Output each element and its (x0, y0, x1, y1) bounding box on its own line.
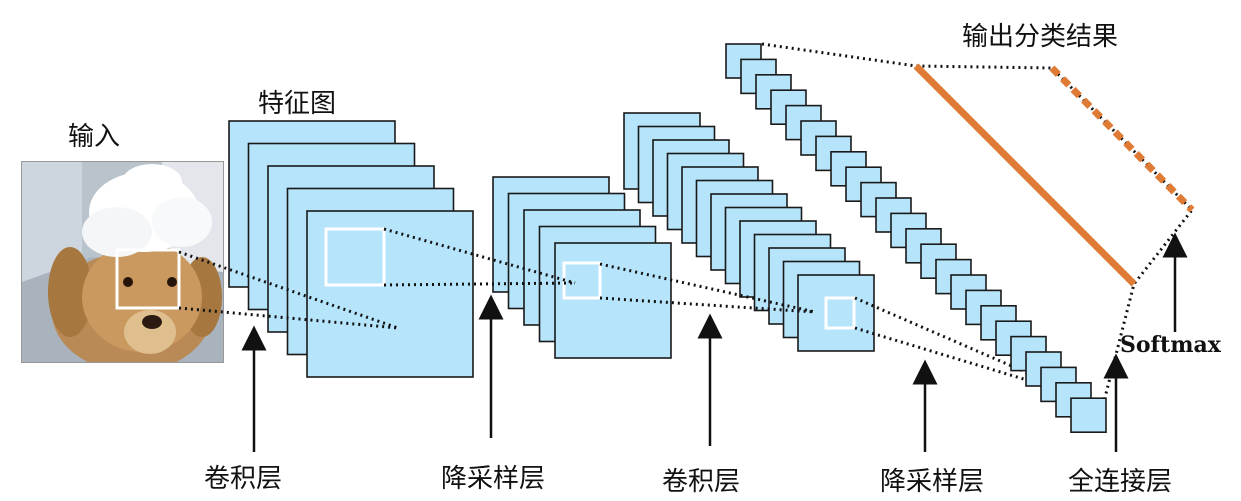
pool-layer-2-label: 降采样层 (880, 467, 985, 497)
conv-layer-2-label: 卷积层 (662, 467, 741, 497)
feature-map-label: 特征图 (258, 89, 337, 119)
pool1-feature-map-5 (554, 242, 672, 359)
fc-square-24 (1070, 397, 1107, 434)
connector-input-conv1-top (178, 250, 399, 330)
fc-outline (761, 42, 1194, 418)
conv1-window (324, 227, 386, 287)
output-label: 输出分类结果 (962, 22, 1119, 52)
fc-layer-label: 全连接层 (1068, 467, 1173, 497)
conv-layer-2-maps (623, 112, 875, 352)
conv2-feature-map-13 (797, 274, 875, 352)
pool-layer-1-label: 降采样层 (441, 464, 546, 494)
softmax-dashed-line (1049, 65, 1195, 213)
input-window (115, 248, 181, 310)
connector-conv1-pool1-bottom (383, 281, 576, 287)
conv-layer-1-label: 卷积层 (204, 464, 283, 494)
arrows (241, 232, 1188, 452)
connector-pool1-conv2-top (599, 262, 816, 314)
connector-input-conv1-bottom (178, 306, 399, 330)
output-solid-line (913, 63, 1137, 287)
conv-layer-1-maps (228, 120, 474, 378)
input-label: 输入 (68, 122, 121, 152)
softmax-label: Softmax (1120, 332, 1221, 358)
conv2-window (824, 296, 856, 330)
fc-square-stack (725, 43, 1107, 434)
conv1-feature-map-5 (306, 210, 474, 378)
pool-layer-1-maps (492, 176, 672, 359)
